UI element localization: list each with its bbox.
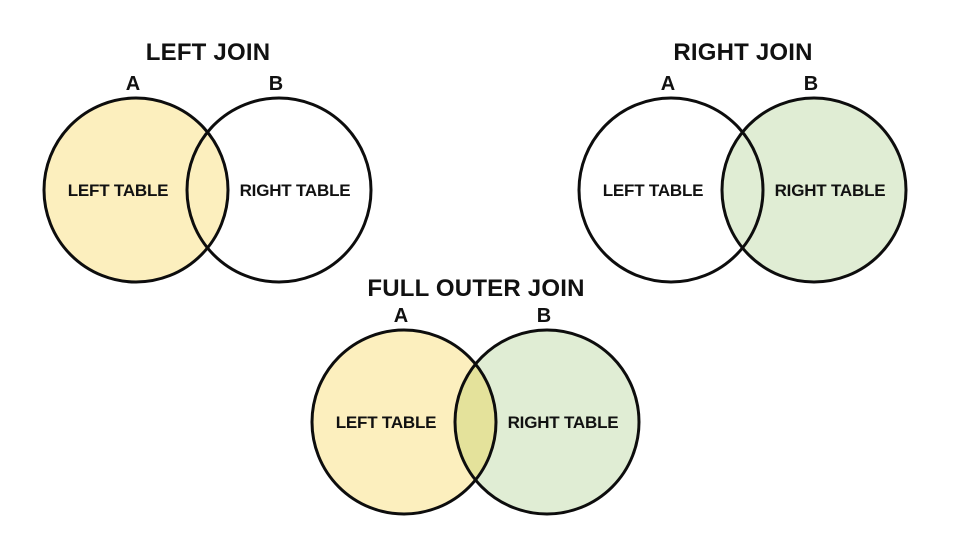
diagram-title: FULL OUTER JOIN	[367, 275, 585, 302]
circle-b-label: B	[804, 73, 818, 95]
venn-diagram-right-join: RIGHT JOIN A B LEFT TABLE RIGHT TABLE	[565, 36, 921, 302]
right-table-label: RIGHT TABLE	[508, 413, 619, 432]
circle-a-fill	[579, 98, 763, 282]
circle-a-fill	[44, 98, 228, 282]
circle-a-label: A	[126, 73, 140, 95]
circle-b-outline	[185, 96, 373, 284]
circle-a-outline	[577, 96, 765, 284]
circle-b-label: B	[269, 73, 283, 95]
left-table-label: LEFT TABLE	[336, 413, 437, 432]
right-table-label: RIGHT TABLE	[775, 181, 886, 200]
venn-canvas: A B LEFT TABLE RIGHT TABLE	[577, 73, 908, 284]
diagram-title: RIGHT JOIN	[673, 39, 813, 66]
circle-a-fill	[312, 330, 496, 514]
venn-canvas: A B LEFT TABLE RIGHT TABLE	[42, 73, 373, 284]
circle-a-label: A	[394, 305, 408, 327]
diagram-title: LEFT JOIN	[145, 39, 271, 66]
circle-a-outline	[310, 328, 498, 516]
circle-b-outline	[453, 328, 641, 516]
circle-b-fill	[455, 330, 639, 514]
venn-diagram-full-outer-join: FULL OUTER JOIN A B LEFT TABLE RIGHT TAB…	[298, 276, 654, 534]
left-table-label: LEFT TABLE	[68, 181, 169, 200]
left-table-label: LEFT TABLE	[603, 181, 704, 200]
right-table-label: RIGHT TABLE	[240, 181, 351, 200]
venn-canvas: A B LEFT TABLE RIGHT TABLE	[310, 305, 641, 516]
circle-b-label: B	[537, 305, 551, 327]
circle-a-label: A	[661, 73, 675, 95]
circle-a-outline	[42, 96, 230, 284]
circle-b-outline	[720, 96, 908, 284]
circle-b-fill	[722, 98, 906, 282]
circle-b-fill	[187, 98, 371, 282]
venn-diagram-left-join: LEFT JOIN A B LEFT TABLE RIGHT TABLE	[30, 36, 386, 302]
